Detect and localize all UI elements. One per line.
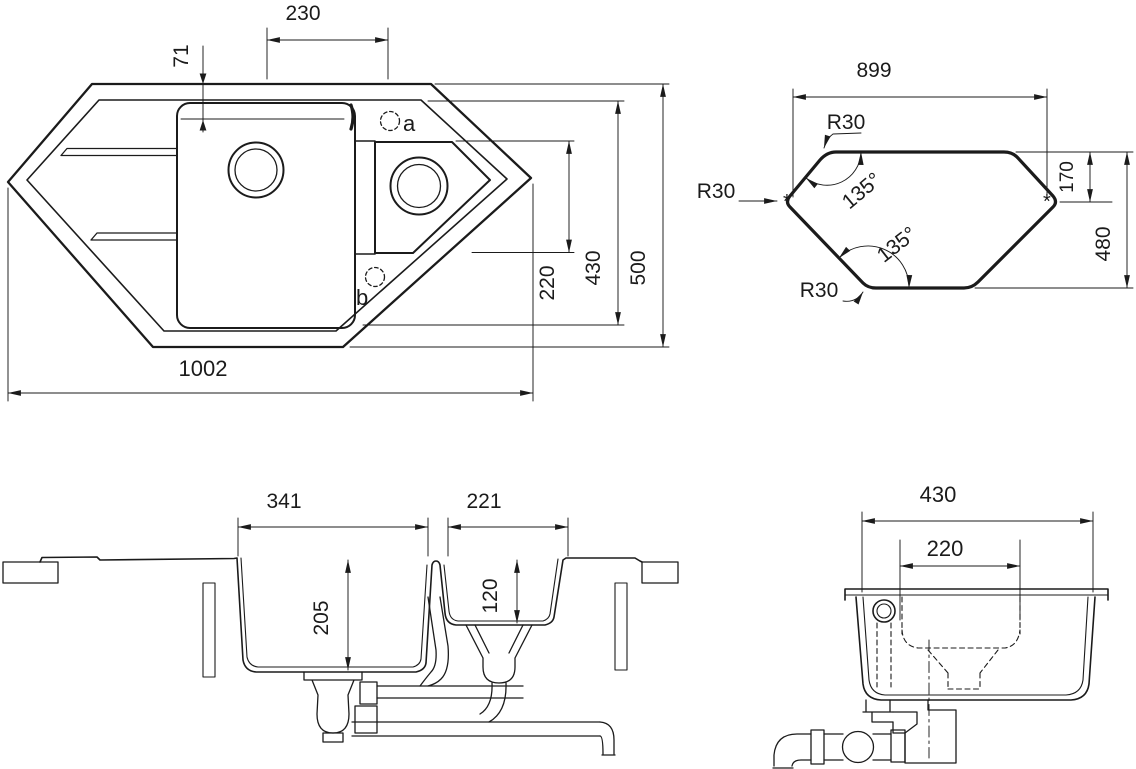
tangent-marker-right: * [1043,191,1051,213]
small-drain-inner [396,163,442,209]
dim-220-side-label: 220 [927,536,964,561]
main-drain-inner [234,148,278,192]
cabinet-panel-left [202,582,216,678]
dim-170: 170 [1015,151,1134,203]
dim-480: 480 [974,151,1134,289]
dim-120-label: 120 [479,578,502,613]
dim-205: 205 [310,559,351,671]
trap-housing [892,699,957,764]
main-drain-outer [227,141,285,199]
r30-bottom-label: R30 [800,279,839,302]
dim-430-side: 430 [861,482,1094,593]
lower-waste-pipe [351,721,601,737]
tap-hole-a-label: a [403,111,416,136]
tangent-marker-left: * [783,191,791,213]
hidden-bowl-dashed [876,596,1021,759]
dim-899: 899 [792,59,1048,200]
tap-hole-b-label: b [356,285,368,310]
dim-71-label: 71 [170,44,193,67]
trap-bend [841,730,875,764]
outlet-elbow-left [772,733,812,769]
main-strainer [303,671,363,734]
dim-220-label: 220 [536,265,559,300]
outlet-elbow [599,721,616,756]
drain-plumbing [303,596,616,756]
horizontal-pipe [823,733,892,761]
side-drain-plumbing [772,699,957,769]
dim-500: 500 [349,83,670,348]
dim-430: 430 [362,100,625,326]
r30-left-label: R30 [697,180,736,203]
sink-section-profile [39,556,643,673]
dim-341: 341 [237,490,429,557]
radius-r30-top: R30 [823,111,866,149]
dim-480-label: 480 [1092,226,1115,261]
cutout-outline [785,150,1058,290]
dim-899-label: 899 [856,59,891,82]
dim-170-label: 170 [1057,161,1078,193]
dim-220-side: 220 [899,536,1021,621]
drainboard-grooves [60,147,178,241]
overflow-outlet [862,699,894,723]
dim-71: 71 [170,44,207,133]
union-nut-lower [354,705,378,734]
overflow-pipe [419,596,449,687]
cabinet-panel-right [614,582,628,671]
small-strainer [465,624,533,723]
small-drain-outer [389,156,449,216]
dim-341-label: 341 [266,490,301,513]
side-section-view: 430 220 [772,482,1109,769]
dim-430-side-label: 430 [920,482,957,507]
bowl-section-profile [844,588,1109,701]
main-bowl [176,102,356,329]
tap-hole-b: b [356,266,386,310]
dim-1002: 1002 [7,183,534,402]
cutout-view: 899 R30 R30 R30 * * 135° 135° [697,59,1134,305]
sink-outline [6,82,533,349]
angle-135-top-label: 135° [838,168,886,214]
radius-r30-left: R30 [697,180,778,204]
front-section-view: 341 221 205 120 [2,490,679,756]
countertop-sections [2,561,679,678]
dim-230-label: 230 [285,2,320,25]
dim-205-label: 205 [310,600,333,635]
plan-view: a b 230 71 220 430 [6,2,670,402]
dim-221: 221 [447,490,569,557]
dim-430-label: 430 [582,250,605,285]
tap-hole-a: a [379,110,416,136]
dim-120: 120 [479,559,520,624]
r30-top-label: R30 [827,111,866,134]
angle-135-bottom: 135° [838,222,921,289]
union-nut-upper [359,681,378,705]
union-nut-left [810,729,825,765]
union-nut-right [890,729,906,763]
angle-135-bottom-label: 135° [873,222,921,267]
small-bowl [354,140,491,255]
dim-230: 230 [266,2,389,80]
overflow-hole [872,599,896,623]
main-strainer-foot [322,732,344,743]
dim-500-label: 500 [627,250,650,285]
overflow-hole-inner [876,603,892,619]
dim-1002-label: 1002 [179,356,228,381]
upper-waste-pipe [376,685,524,699]
dim-220: 220 [455,140,575,301]
radius-r30-bottom: R30 [800,279,864,305]
dim-221-label: 221 [466,490,501,513]
